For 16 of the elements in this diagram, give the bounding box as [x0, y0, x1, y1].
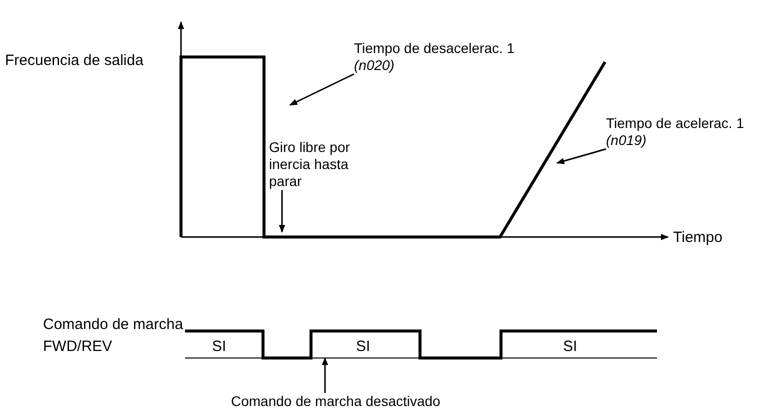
- callout-text: Comando de marcha desactivado: [231, 393, 440, 410]
- axis-label: Frecuencia de salida: [5, 52, 144, 69]
- callout-text: Tiempo de desacelerac. 1 (n020): [354, 40, 515, 74]
- leader-arrow: [322, 357, 328, 393]
- callout-text: Tiempo de acelerac. 1 (n019): [606, 115, 744, 149]
- signal-label: Comando de marcha FWD/REV: [43, 315, 184, 357]
- state-label: SI: [212, 338, 226, 355]
- state-label: SI: [356, 338, 370, 355]
- leader-arrow: [289, 73, 354, 106]
- leader-arrow: [556, 148, 606, 164]
- run-command-waveform: [185, 330, 657, 360]
- axis-label: Tiempo: [673, 229, 722, 246]
- state-label: SI: [563, 338, 578, 355]
- leader-arrow: [278, 190, 286, 233]
- frequency-waveform: [180, 56, 606, 238]
- callout-text: Giro libre por inercia hasta parar: [269, 139, 381, 190]
